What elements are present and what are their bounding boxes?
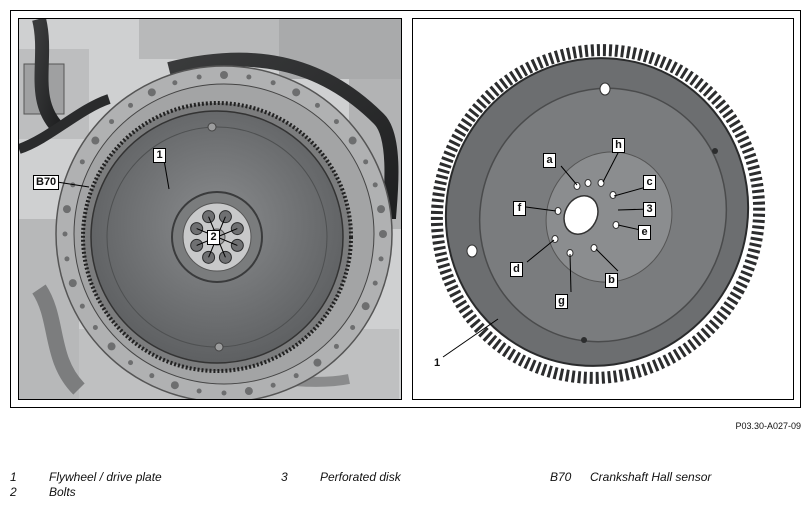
legend-num-1: 1 bbox=[10, 470, 17, 484]
legend-text-1: Flywheel / drive plate bbox=[49, 470, 162, 484]
engine-view-panel: 1 B70 2 bbox=[18, 18, 402, 400]
figure-id: P03.30-A027-09 bbox=[735, 421, 801, 431]
callout-hole-a: a bbox=[543, 153, 556, 168]
callout-hole-d: d bbox=[510, 262, 523, 277]
callout-hole-e: e bbox=[638, 225, 651, 240]
legend-text-2: Bolts bbox=[49, 485, 76, 499]
callout-hole-c: c bbox=[643, 175, 656, 190]
legend-num-b70: B70 bbox=[550, 470, 572, 484]
callout-perforated-disk: 3 bbox=[643, 202, 656, 217]
legend-text-3: Perforated disk bbox=[320, 470, 401, 484]
legend-num-3: 3 bbox=[281, 470, 288, 484]
callout-crankshaft-sensor: B70 bbox=[33, 175, 60, 190]
legend-text-b70: Crankshaft Hall sensor bbox=[590, 470, 712, 484]
callout-bolts: 2 bbox=[207, 230, 220, 245]
callout-flywheel: 1 bbox=[153, 148, 166, 163]
callout-hole-h: h bbox=[612, 138, 625, 153]
drive-plate-illustration bbox=[430, 44, 766, 384]
drive-plate-panel: a h c 3 e f d b g 1 bbox=[412, 18, 794, 400]
callout-hole-g: g bbox=[555, 294, 568, 309]
legend-num-2: 2 bbox=[10, 485, 17, 499]
callout-drive-plate: 1 bbox=[434, 357, 441, 369]
figure-frame: 1 B70 2 bbox=[10, 10, 801, 408]
callout-hole-b: b bbox=[605, 273, 618, 288]
callout-hole-f: f bbox=[513, 201, 526, 216]
engine-illustration bbox=[19, 19, 401, 399]
